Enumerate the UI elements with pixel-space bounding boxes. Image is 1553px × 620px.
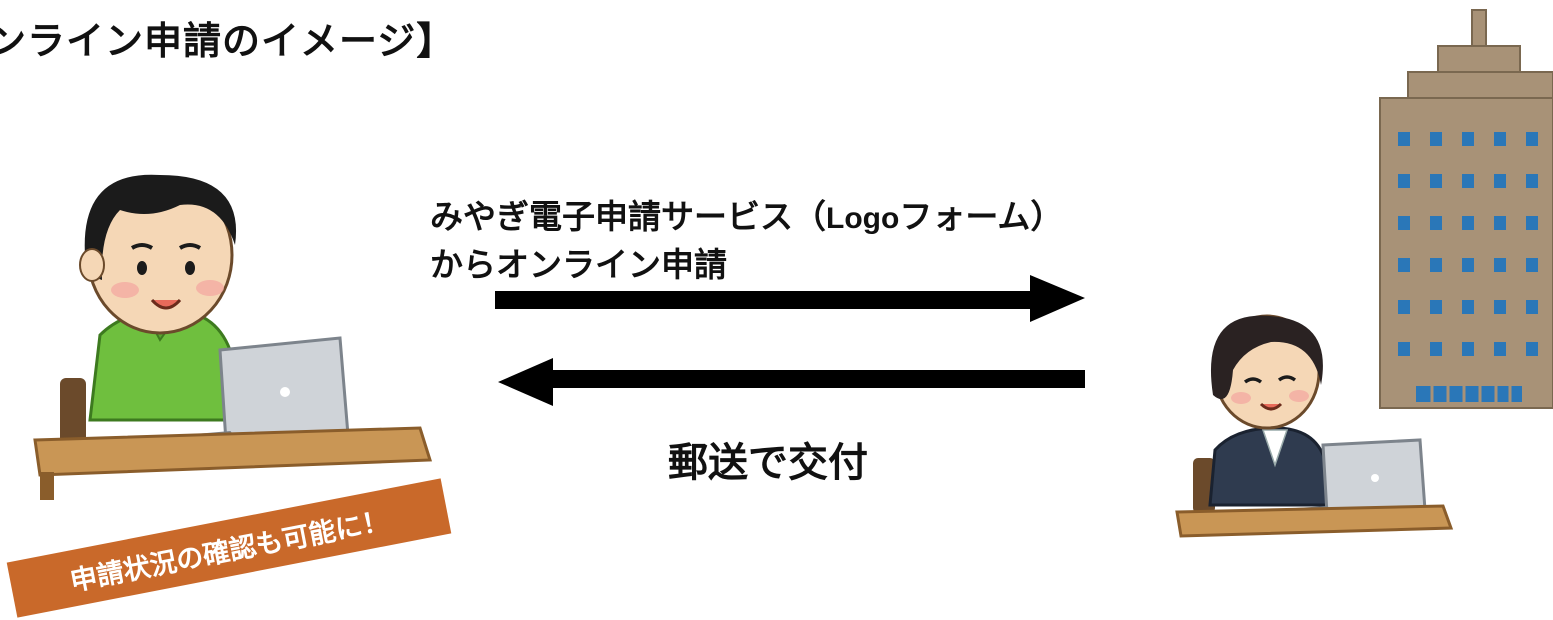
arrow-right-icon — [495, 275, 1085, 322]
apply-label-line1-ascii: Logo — [826, 202, 900, 235]
office-building-icon — [1379, 9, 1553, 409]
apply-label: みやぎ電子申請サービス（Logoフォーム） からオンライン申請 — [430, 194, 1063, 288]
clerk-at-laptop-icon — [1175, 314, 1454, 538]
apply-label-line2: からオンライン申請 — [430, 245, 727, 284]
person-at-laptop-icon — [33, 174, 433, 500]
status-banner-text: 申請状況の確認も可能に！ — [67, 504, 392, 598]
apply-label-line1-suffix: フォーム） — [899, 197, 1064, 236]
apply-label-line1: みやぎ電子申請サービス（Logoフォーム） — [430, 194, 1063, 242]
apply-label-line1-prefix: みやぎ電子申請サービス（ — [430, 197, 826, 236]
page-title: ンライン申請のイメージ】 — [0, 19, 456, 63]
deliver-label: 郵送で交付 — [668, 440, 868, 486]
arrow-left-icon — [498, 358, 1085, 406]
